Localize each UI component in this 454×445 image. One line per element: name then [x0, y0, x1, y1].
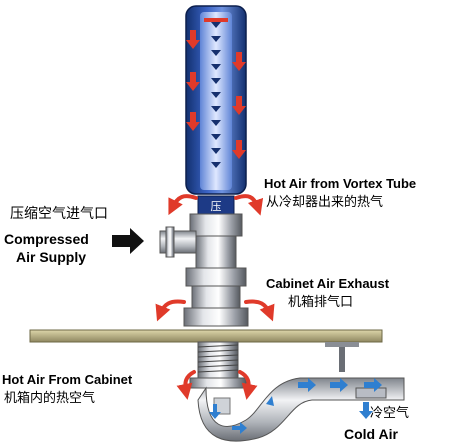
label-hot-cabinet-en: Hot Air From Cabinet — [2, 372, 133, 387]
label-exhaust-cn: 机箱排气口 — [288, 294, 353, 310]
cooler-body — [159, 213, 249, 327]
vortex-tube: 压 — [185, 5, 247, 215]
inlet-arrow — [112, 228, 144, 254]
label-exhaust-en: Cabinet Air Exhaust — [266, 276, 390, 291]
hot-air-arrows — [155, 194, 275, 400]
label-compressed-cn: 压缩空气进气口 — [10, 206, 108, 222]
label-hot-air-tube-en: Hot Air from Vortex Tube — [264, 176, 416, 191]
label-hot-cabinet-cn: 机箱内的热空气 — [4, 390, 95, 406]
cold-air-arrows — [209, 378, 382, 434]
threaded-section — [189, 341, 247, 389]
label-compressed-en-1: Compressed — [4, 231, 89, 247]
label-compressed-en-2: Air Supply — [16, 249, 86, 265]
label-cold-en: Cold Air — [344, 426, 398, 442]
tube-hot-arrows — [186, 18, 246, 159]
inner-flow-chevrons — [211, 22, 221, 168]
label-hot-air-tube-cn: 从冷却器出来的热气 — [266, 194, 383, 210]
cold-air-pipe — [197, 377, 405, 442]
tube-mark: 压 — [211, 200, 222, 213]
label-cold-cn: 冷空气 — [370, 405, 409, 421]
cabinet-wall — [29, 329, 383, 343]
support-post — [339, 342, 345, 372]
air-inlet-nozzle — [159, 230, 197, 254]
